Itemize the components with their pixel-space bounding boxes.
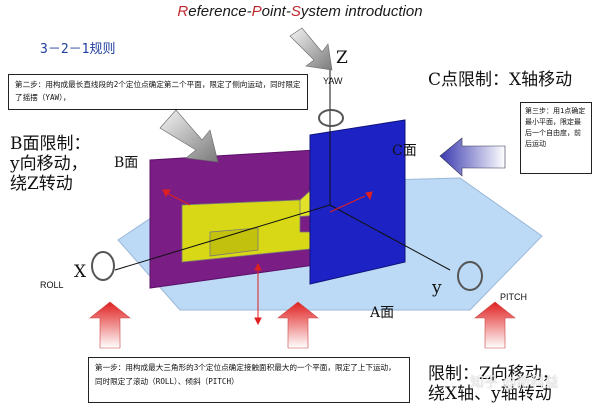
label-yaw: YAW xyxy=(323,76,343,86)
rule-heading: 3－2－1规则 xyxy=(40,42,116,57)
step3-note: 第三步：用1点确定最小平面，限定最后一个自由度，前后运动 xyxy=(520,102,592,174)
a-constraint: 限制：Z向移动， 绕X轴、y轴转动 xyxy=(428,364,559,404)
part-slot xyxy=(209,227,259,257)
red-direction-arrows xyxy=(162,189,373,326)
y-axis xyxy=(329,204,451,271)
gray-arrows xyxy=(159,27,333,163)
label-z-axis: Z xyxy=(336,48,348,68)
label-c-face: C面 xyxy=(392,143,417,159)
watermark: 知乎 @新科益 xyxy=(470,375,559,391)
label-pitch: PITCH xyxy=(500,292,527,302)
label-roll: ROLL xyxy=(40,280,64,290)
label-b-face: B面 xyxy=(114,155,139,171)
label-a-face: A面 xyxy=(370,305,395,321)
up-arrows xyxy=(89,301,516,349)
label-x-axis: X xyxy=(74,262,87,282)
b-constraint: B面限制： y向移动， 绕Z转动 xyxy=(10,134,91,194)
step2-note: 第二步：用构成最长直线段的2个定位点确定第二个平面，限定了侧向运动，同时限定了摇… xyxy=(8,74,308,110)
step1-note: 第一步：用构成最大三角形的3个定位点确定接触面积最大的一个平面，限定了上下运动，… xyxy=(88,357,410,403)
page-title: Reference-Point-System introduction xyxy=(177,3,423,20)
x-axis xyxy=(114,204,331,271)
plane-c xyxy=(309,119,406,285)
label-y-axis: y xyxy=(432,278,442,298)
rotation-arrows xyxy=(91,109,483,291)
blue-arrow xyxy=(439,137,506,177)
c-constraint: C点限制：X轴移动 xyxy=(428,70,573,90)
